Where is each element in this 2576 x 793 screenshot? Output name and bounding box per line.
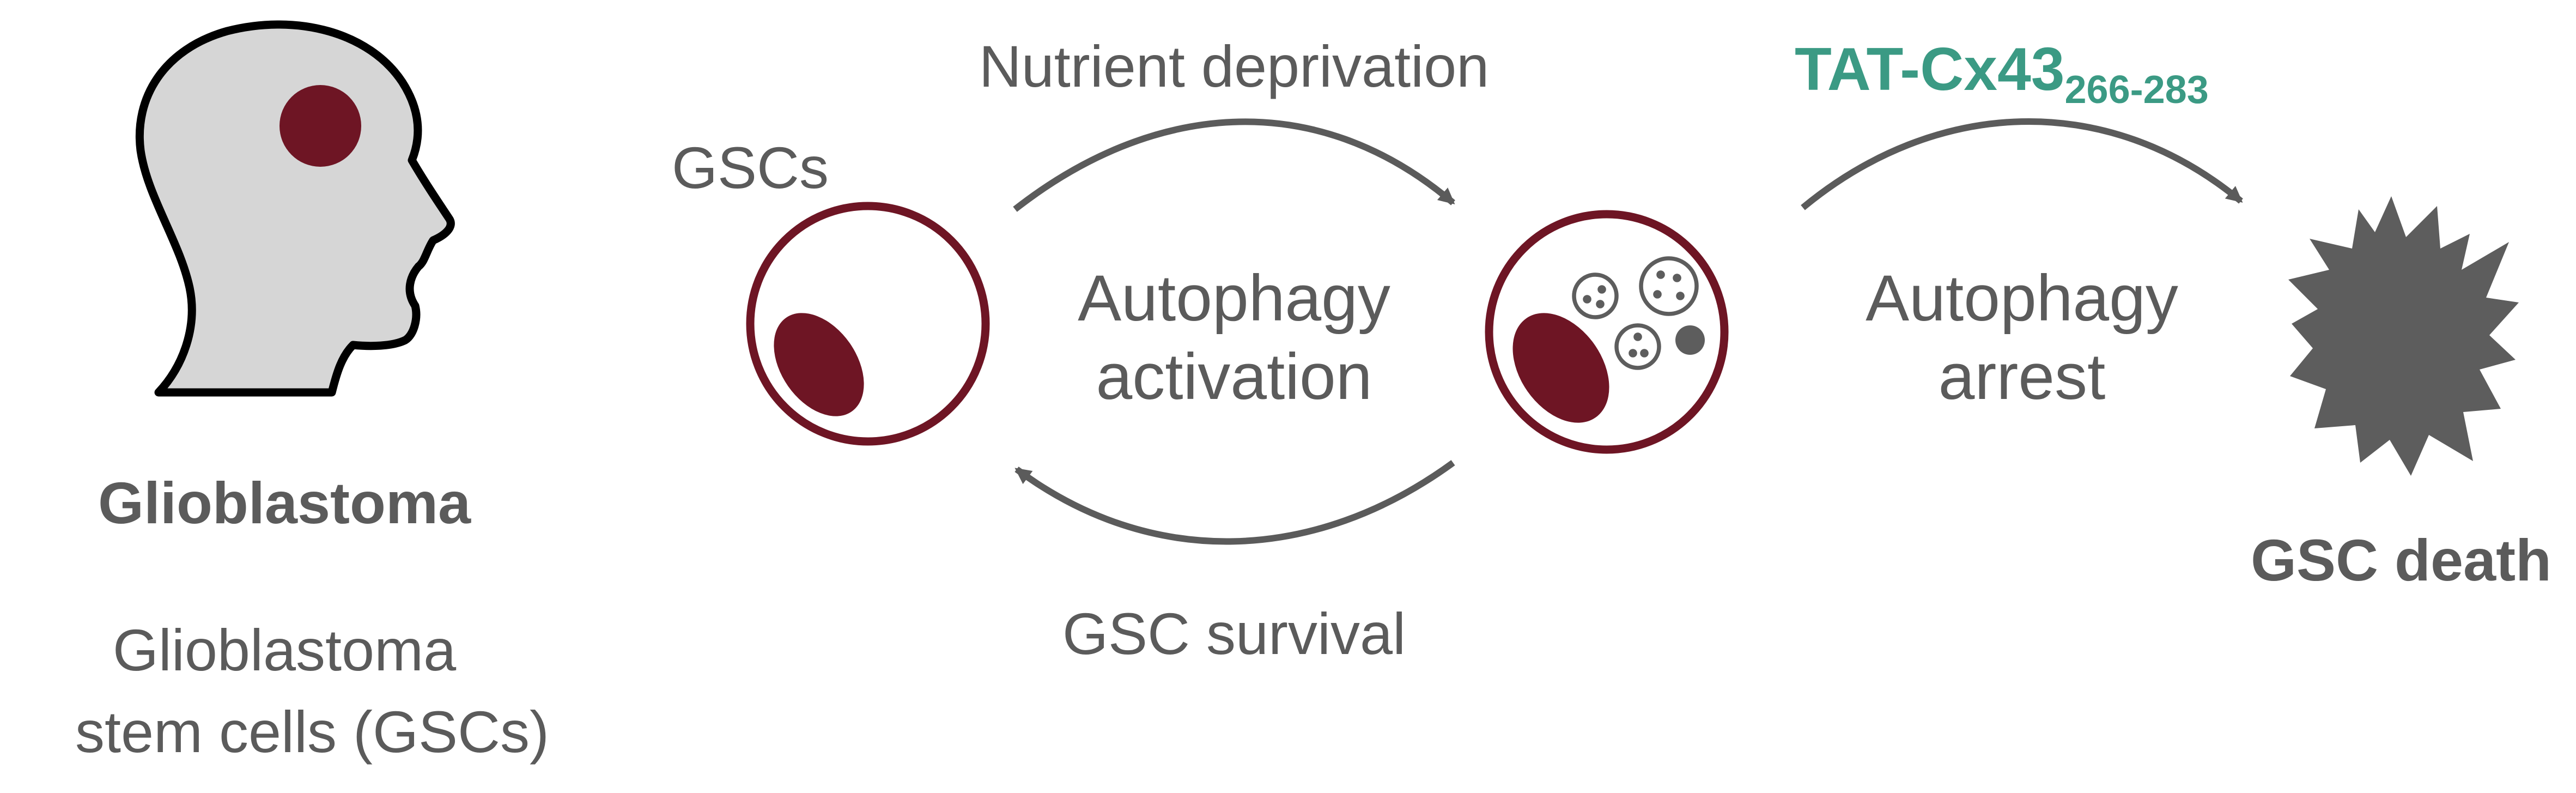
nutrient-deprivation-label: Nutrient deprivation	[979, 33, 1490, 99]
bottom-arrow	[1014, 460, 1455, 545]
autophagosome-1	[1572, 273, 1619, 319]
autophagy-arrest-line2: arrest	[1939, 340, 2106, 413]
autophagosome-3-dot	[1640, 349, 1649, 358]
autophagosome-3-dot	[1633, 332, 1642, 341]
autophagic-cell-icon	[1485, 210, 1729, 454]
autophagosome-2	[1639, 256, 1699, 316]
autophagic-cell-nucleus	[1512, 313, 1609, 423]
autophagosome-1-dot	[1597, 285, 1606, 294]
gsc-cell-icon	[746, 202, 990, 446]
tat-cx43-peptide-label: TAT-Cx43266-283	[1795, 35, 2209, 112]
glioblastoma-subtitle-line1: Glioblastoma	[113, 617, 457, 683]
autophagosome-2-dot	[1656, 270, 1665, 279]
autophagosome-1-dot	[1596, 300, 1605, 308]
autophagosome-2-dot	[1653, 290, 1662, 299]
autophagosome-2-dot	[1676, 292, 1685, 300]
glioblastoma-subtitle-line2: stem cells (GSCs)	[75, 699, 549, 765]
autophagosome-2-dot	[1673, 274, 1681, 282]
peptide-subscript: 266-283	[2065, 68, 2209, 112]
cell-death-burst-icon	[2288, 196, 2519, 476]
autophagy-arrest-line1: Autophagy	[1866, 262, 2178, 335]
peptide-name: TAT-Cx43	[1795, 35, 2065, 103]
autophagy-activation-line1: Autophagy	[1078, 262, 1390, 335]
gsc-survival-label: GSC survival	[1062, 601, 1406, 667]
treatment-arrow	[1801, 118, 2243, 210]
vesicle-icon	[1614, 323, 1661, 370]
gscs-label: GSCs	[672, 135, 829, 201]
glioblastoma-title: Glioblastoma	[98, 470, 471, 536]
tumor-dot-icon	[280, 85, 361, 167]
vesicle-icon	[1639, 256, 1699, 316]
gsc-cell-nucleus	[774, 313, 864, 416]
autophagosome-3	[1614, 323, 1661, 370]
head-outline	[135, 20, 455, 397]
autophagosome-1-dot	[1583, 295, 1591, 304]
autophagy-activation-line2: activation	[1096, 340, 1372, 413]
lysosome-dot	[1675, 325, 1705, 355]
vesicle-icon	[1572, 273, 1619, 319]
autophagosome-3-dot	[1629, 349, 1637, 358]
gsc-death-label: GSC death	[2251, 527, 2551, 593]
top-arrow	[1013, 118, 1455, 212]
head-silhouette-icon	[135, 20, 455, 397]
